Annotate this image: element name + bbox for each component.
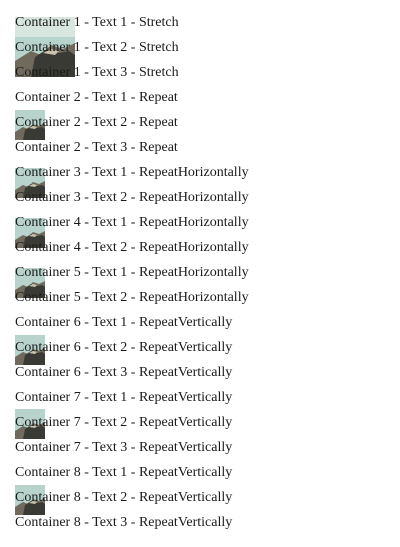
container-8-text-1: Container 8 - Text 1 - RepeatVertically	[15, 465, 233, 480]
container-8-text-2: Container 8 - Text 2 - RepeatVertically	[15, 490, 233, 505]
container-4-text-1: Container 4 - Text 1 - RepeatHorizontall…	[15, 215, 249, 230]
container-1-stretch-image	[15, 17, 75, 77]
container-5-text-2: Container 5 - Text 2 - RepeatHorizontall…	[15, 290, 249, 305]
landscape-thumbnail-icon	[15, 110, 45, 140]
container-7-text-2: Container 7 - Text 2 - RepeatVertically	[15, 415, 233, 430]
container-6-text-3: Container 6 - Text 3 - RepeatVertically	[15, 365, 233, 380]
landscape-thumbnail-icon	[15, 218, 45, 248]
container-3-text-1: Container 3 - Text 1 - RepeatHorizontall…	[15, 165, 249, 180]
container-6-repeat-vertical-image	[15, 335, 45, 365]
container-7-text-3: Container 7 - Text 3 - RepeatVertically	[15, 440, 233, 455]
landscape-thumbnail-icon	[15, 335, 45, 365]
container-6-text-2: Container 6 - Text 2 - RepeatVertically	[15, 340, 233, 355]
container-8-text-3: Container 8 - Text 3 - RepeatVertically	[15, 515, 233, 530]
container-1-text-3: Container 1 - Text 3 - Stretch	[15, 65, 179, 80]
container-3-text-2: Container 3 - Text 2 - RepeatHorizontall…	[15, 190, 249, 205]
container-4-repeat-horizontal-image	[15, 218, 45, 248]
landscape-thumbnail-icon	[15, 409, 45, 439]
landscape-thumbnail-icon	[15, 268, 45, 298]
landscape-thumbnail-icon	[15, 485, 45, 515]
container-6-text-1: Container 6 - Text 1 - RepeatVertically	[15, 315, 233, 330]
container-7-repeat-vertical-image	[15, 409, 45, 439]
container-4-text-2: Container 4 - Text 2 - RepeatHorizontall…	[15, 240, 249, 255]
container-2-text-1: Container 2 - Text 1 - Repeat	[15, 90, 178, 105]
container-5-repeat-horizontal-image	[15, 268, 45, 298]
container-7-text-1: Container 7 - Text 1 - RepeatVertically	[15, 390, 233, 405]
container-2-repeat-image	[15, 110, 45, 140]
container-5-text-1: Container 5 - Text 1 - RepeatHorizontall…	[15, 265, 249, 280]
container-1-text-1: Container 1 - Text 1 - Stretch	[15, 15, 179, 30]
landscape-thumbnail-icon	[15, 17, 75, 77]
landscape-thumbnail-icon	[15, 168, 45, 198]
container-1-text-2: Container 1 - Text 2 - Stretch	[15, 40, 179, 55]
container-2-text-3: Container 2 - Text 3 - Repeat	[15, 140, 178, 155]
container-8-repeat-vertical-image	[15, 485, 45, 515]
container-2-text-2: Container 2 - Text 2 - Repeat	[15, 115, 178, 130]
container-3-repeat-horizontal-image	[15, 168, 45, 198]
